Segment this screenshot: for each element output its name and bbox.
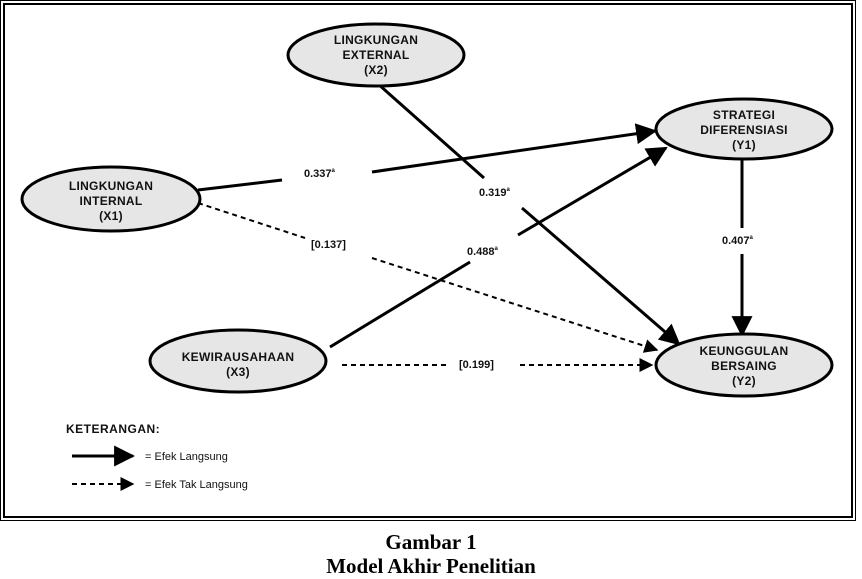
svg-text:EXTERNAL: EXTERNAL	[342, 48, 409, 62]
svg-text:INTERNAL: INTERNAL	[79, 194, 142, 208]
svg-text:(X1): (X1)	[99, 209, 123, 223]
node-x1: LINGKUNGAN INTERNAL (X1)	[20, 165, 202, 233]
svg-text:DIFERENSIASI: DIFERENSIASI	[700, 123, 788, 137]
svg-text:LINGKUNGAN: LINGKUNGAN	[69, 179, 153, 193]
figure-frame	[0, 0, 856, 521]
node-x3: KEWIRAUSAHAAN (X3)	[148, 328, 328, 394]
node-x2: LINGKUNGAN EXTERNAL (X2)	[286, 22, 466, 88]
node-y2: KEUNGGULAN BERSAING (Y2)	[654, 332, 834, 398]
legend: KETERANGAN: = Efek Langsung = Efek Tak L…	[66, 422, 248, 491]
edge-x1-y1	[197, 123, 658, 192]
svg-text:(Y1): (Y1)	[732, 138, 756, 152]
edge-label-y1-y2: 0.407a	[722, 235, 754, 247]
edge-label-x3-y2: [0.199]	[459, 359, 494, 371]
svg-text:BERSAING: BERSAING	[711, 359, 777, 373]
edge-label-x2-y2: 0.319a	[479, 187, 511, 199]
svg-text:KEUNGGULAN: KEUNGGULAN	[700, 344, 789, 358]
figure-caption: Gambar 1 Model Akhir Penelitian	[0, 530, 862, 578]
node-y1: STRATEGI DIFERENSIASI (Y1)	[654, 97, 834, 161]
svg-text:STRATEGI: STRATEGI	[713, 108, 775, 122]
caption-line1: Gambar 1	[385, 530, 477, 554]
caption-line2: Model Akhir Penelitian	[326, 554, 536, 578]
edge-label-x1-y1: 0.337a	[304, 168, 336, 180]
edge-x2-y2	[377, 82, 681, 346]
svg-text:(Y2): (Y2)	[732, 374, 756, 388]
legend-indirect-label: = Efek Tak Langsung	[145, 479, 248, 491]
svg-text:LINGKUNGAN: LINGKUNGAN	[334, 33, 418, 47]
edge-label-x1-y2: [0.137]	[311, 239, 346, 251]
edge-x3-y1	[329, 146, 668, 349]
edge-label-x3-y1: 0.488a	[467, 246, 499, 258]
svg-text:(X2): (X2)	[364, 63, 388, 77]
svg-text:(X3): (X3)	[226, 365, 250, 379]
legend-direct-label: = Efek Langsung	[145, 451, 228, 463]
svg-text:KEWIRAUSAHAAN: KEWIRAUSAHAAN	[182, 350, 295, 364]
legend-title: KETERANGAN:	[66, 422, 160, 436]
edge-x1-y2	[197, 202, 659, 353]
